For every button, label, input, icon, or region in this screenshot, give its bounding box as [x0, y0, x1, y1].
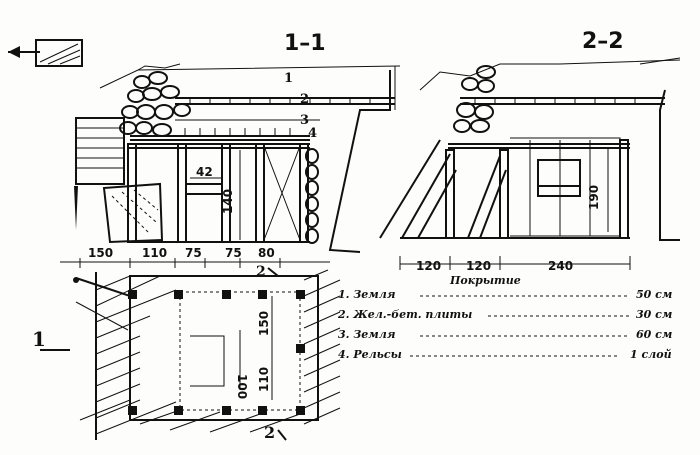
log-stack — [305, 148, 319, 244]
pit-wall — [328, 70, 391, 253]
legend-row-1-value: 50 см — [636, 288, 672, 301]
legend-heading: Покрытие — [449, 274, 521, 287]
legend-row-4-label: 4. Рельсы — [338, 348, 402, 361]
dim-inner-height: 140 — [221, 189, 235, 214]
dim-plan-inner-100: 100 — [235, 374, 249, 399]
plan-outline — [129, 275, 319, 421]
concrete-slab-2 — [460, 97, 665, 105]
dim-plan-inner-110: 110 — [257, 367, 271, 392]
legend-row-2-label: 2. Жел.-бет. плиты — [337, 308, 472, 321]
timber-frame-2 — [400, 137, 630, 239]
layer-number-3: 3 — [300, 113, 309, 128]
dim-bottom-2: 120 — [466, 259, 491, 273]
cover-legend: Покрытие 1. Земля 50 см 2. Жел.-бет. пли… — [337, 274, 672, 361]
direction-arrow-icon — [8, 39, 83, 67]
dim-bottom-1: 120 — [416, 259, 441, 273]
entry-boards — [74, 117, 164, 244]
section-1-1-title: 1–1 — [284, 31, 326, 56]
legend-row-1-label: 1. Земля — [338, 288, 396, 301]
plan-posts — [128, 290, 305, 415]
cut-mark-1: 1 — [32, 327, 46, 351]
dim-plan-5: 80 — [258, 246, 275, 260]
pit-wall-2 — [659, 89, 680, 241]
layer-number-1: 1 — [284, 71, 293, 86]
legend-row-3-label: 3. Земля — [338, 328, 396, 341]
dim-plan-3: 75 — [185, 246, 202, 260]
cut-mark-2-top: 2 — [256, 264, 266, 280]
legend-row-2-value: 30 см — [636, 308, 672, 321]
cut-mark-2-bottom: 2 — [264, 423, 275, 442]
dim-plan-4: 75 — [225, 246, 242, 260]
timber-frame — [127, 143, 310, 243]
rail-layer — [130, 135, 310, 141]
legend-row-3-value: 60 см — [636, 328, 672, 341]
earth-mound-2 — [453, 65, 496, 133]
dim-plan-inner-150: 150 — [257, 311, 271, 336]
section-2-2-title: 2–2 — [582, 29, 624, 54]
ground-line-2 — [419, 59, 681, 91]
concrete-slab — [175, 97, 395, 105]
dim-bottom-3: 240 — [548, 259, 573, 273]
layer-number-4: 4 — [308, 126, 317, 141]
section-1-1: 1 2 3 4 1–1 — [8, 31, 401, 253]
plan-view: 150 110 75 75 80 — [32, 246, 341, 442]
dim-height-190: 190 — [587, 185, 601, 210]
legend-row-4-value: 1 слой — [630, 348, 672, 361]
layer-number-2: 2 — [300, 92, 309, 107]
dim-inner-width: 42 — [196, 165, 213, 179]
dim-plan-2: 110 — [142, 246, 167, 260]
dim-plan-1: 150 — [88, 246, 113, 260]
section-2-2: 2–2 190 — [379, 29, 681, 273]
